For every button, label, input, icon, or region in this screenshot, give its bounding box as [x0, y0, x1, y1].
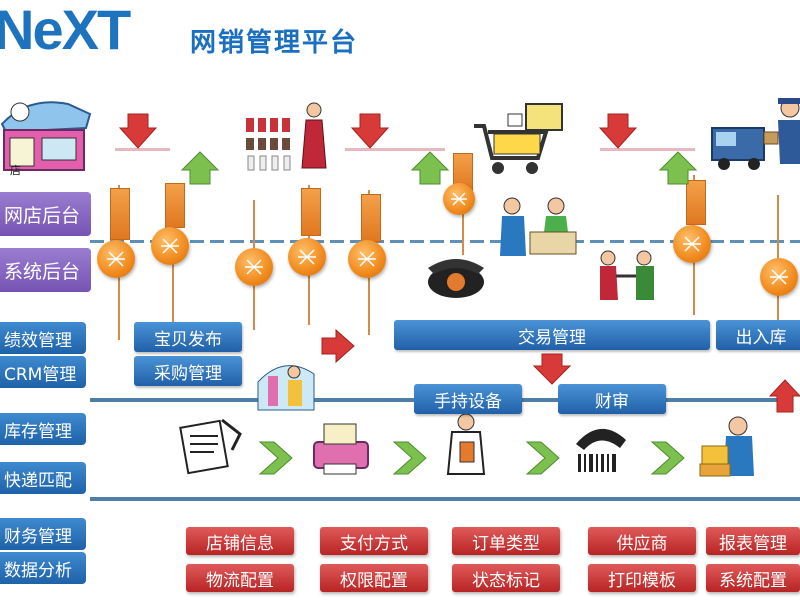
- crm-management-button[interactable]: CRM管理: [0, 356, 86, 388]
- performance-management-button[interactable]: 绩效管理: [0, 322, 86, 354]
- trade-management-button[interactable]: 交易管理: [394, 320, 710, 350]
- process-node-icon: [151, 227, 189, 265]
- connector-line: [462, 175, 464, 255]
- green-chevron-icon: [650, 441, 685, 475]
- system-config-button[interactable]: 系统配置: [706, 564, 800, 592]
- orange-bar: [361, 194, 381, 242]
- delivery-truck-icon: [711, 98, 800, 170]
- orange-bar: [165, 183, 185, 228]
- red-down-arrow-icon: [118, 113, 158, 149]
- purchase-management-button[interactable]: 采购管理: [134, 356, 242, 386]
- printer-icon: [313, 423, 369, 475]
- pink-stroke: [115, 148, 170, 151]
- next-logo: NeXT: [0, 0, 131, 61]
- financial-audit-button[interactable]: 财审: [558, 384, 666, 414]
- warehouse-worker-icon: [257, 365, 315, 411]
- payment-method-button[interactable]: 支付方式: [320, 527, 428, 555]
- process-node-icon: [288, 238, 326, 276]
- express-matching-button[interactable]: 快递匹配: [0, 462, 86, 494]
- green-up-arrow-icon: [658, 151, 698, 185]
- red-down-arrow-icon: [532, 353, 572, 385]
- status-mark-button[interactable]: 状态标记: [452, 564, 560, 592]
- red-down-arrow-icon: [598, 113, 638, 149]
- documents-icon: [179, 418, 242, 475]
- store-sign: 店: [10, 164, 21, 177]
- storefront-icon: [0, 101, 92, 171]
- red-up-arrow-icon: [768, 379, 800, 413]
- logistics-config-button[interactable]: 物流配置: [186, 564, 294, 592]
- system-backend-button[interactable]: 系统后台: [0, 248, 91, 292]
- supplier-button[interactable]: 供应商: [588, 527, 696, 555]
- green-chevron-icon: [392, 441, 427, 475]
- orange-bar: [301, 188, 321, 236]
- delivery-person-boxes-icon: [699, 416, 754, 477]
- permission-config-button[interactable]: 权限配置: [320, 564, 428, 592]
- store-backend-button[interactable]: 网店后台: [0, 192, 91, 236]
- process-node-icon: [443, 183, 475, 215]
- handheld-scanner-worker-icon: [446, 413, 486, 475]
- red-right-arrow-icon: [321, 328, 355, 364]
- flow-line-lower: [90, 497, 800, 501]
- handheld-device-button[interactable]: 手持设备: [414, 384, 522, 414]
- handshake-people-icon: [600, 250, 654, 300]
- shop-shelf-saleswoman-icon: [246, 102, 327, 171]
- finance-management-button[interactable]: 财务管理: [0, 518, 86, 550]
- barcode-scanner-icon: [576, 428, 626, 472]
- report-management-button[interactable]: 报表管理: [706, 527, 800, 555]
- flow-line-dashed: [90, 240, 800, 243]
- process-node-icon: [235, 248, 273, 286]
- pink-stroke: [600, 148, 695, 151]
- data-analytics-button[interactable]: 数据分析: [0, 552, 86, 584]
- pink-stroke: [345, 148, 445, 151]
- inventory-management-button[interactable]: 库存管理: [0, 413, 86, 445]
- green-chevron-icon: [258, 441, 293, 475]
- shopping-cart-icon: [474, 103, 563, 174]
- process-node-icon: [673, 225, 711, 263]
- order-type-button[interactable]: 订单类型: [452, 527, 560, 555]
- telephone-icon: [428, 259, 484, 298]
- green-up-arrow-icon: [410, 151, 450, 185]
- product-publish-button[interactable]: 宝贝发布: [134, 322, 242, 352]
- warehouse-io-button[interactable]: 出入库: [716, 320, 800, 350]
- sales-counter-people-icon: [500, 197, 577, 256]
- orange-bar: [686, 180, 706, 225]
- print-template-button[interactable]: 打印模板: [588, 564, 696, 592]
- process-node-icon: [760, 258, 798, 296]
- page-title: 网销管理平台: [190, 28, 359, 58]
- process-node-icon: [348, 240, 386, 278]
- green-up-arrow-icon: [180, 151, 220, 185]
- orange-bar: [110, 188, 130, 240]
- red-down-arrow-icon: [350, 113, 390, 149]
- green-chevron-icon: [525, 441, 560, 475]
- process-node-icon: [97, 240, 135, 278]
- store-info-button[interactable]: 店铺信息: [186, 527, 294, 555]
